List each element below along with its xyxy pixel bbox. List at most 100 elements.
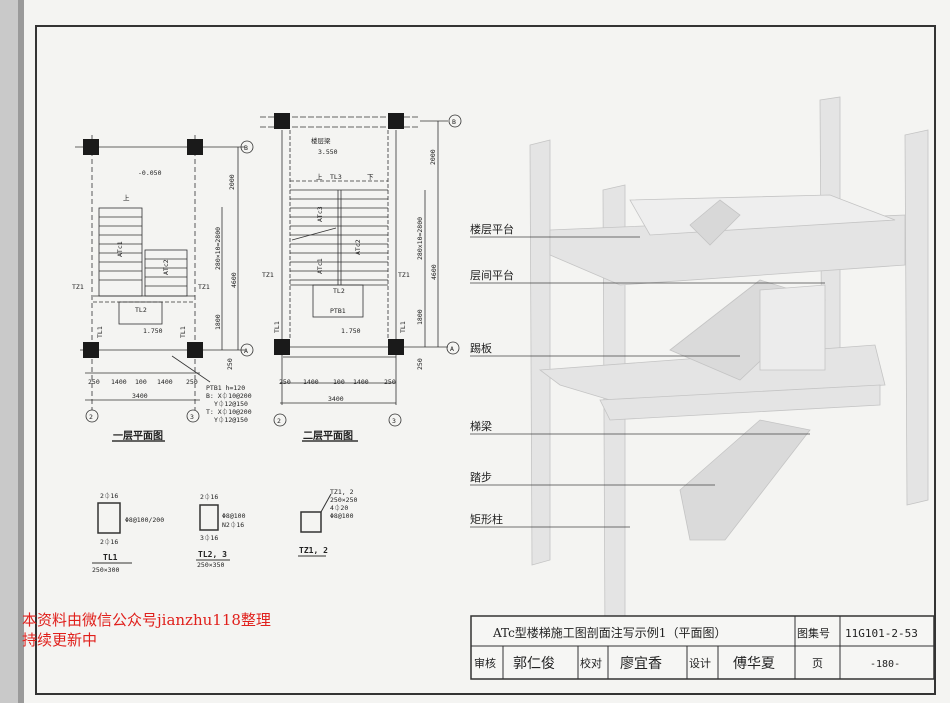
dim: 250 <box>384 378 396 386</box>
dim: 1400 <box>111 378 127 386</box>
tz1-left-2: TZ1 <box>262 271 274 279</box>
label-riser: 踢板 <box>470 341 492 355</box>
svg-text:TL2, 3: TL2, 3 <box>198 550 227 559</box>
render-labels <box>470 236 825 528</box>
axis-2-1: 2 <box>89 413 93 421</box>
axis-3-1: 3 <box>190 413 194 421</box>
dim: 2000 <box>228 174 236 190</box>
svg-text:3⏀16: 3⏀16 <box>200 533 218 542</box>
tl1-right-2: TL1 <box>399 321 407 333</box>
dim: 250 <box>88 378 100 386</box>
dim: 1400 <box>303 378 319 386</box>
plan-floor-1 <box>75 135 245 442</box>
svg-text:TZ1, 2: TZ1, 2 <box>330 488 354 496</box>
svg-text:2⏀16: 2⏀16 <box>100 491 118 500</box>
tl1-left-1: TL1 <box>96 326 104 338</box>
dim: 250 <box>226 358 234 370</box>
dim: 280x10=2800 <box>416 217 424 260</box>
plan-floor-2 <box>260 116 448 442</box>
columns-plan-1 <box>83 139 203 358</box>
svg-text:250×350: 250×350 <box>197 561 224 569</box>
page-label: 页 <box>812 657 823 670</box>
beam-tl2-2: TL2 <box>333 287 345 295</box>
svg-text:N2⏀16: N2⏀16 <box>222 520 244 529</box>
dim: 100 <box>333 378 345 386</box>
dim-total: 3400 <box>328 395 344 403</box>
dim: 2000 <box>429 149 437 165</box>
title-block <box>470 615 935 680</box>
tl1-right-1: TL1 <box>179 326 187 338</box>
svg-text:Φ8@100: Φ8@100 <box>330 512 354 520</box>
dim: 250 <box>186 378 198 386</box>
designer-name: 傅华夏 <box>733 656 775 672</box>
watermark-line-1: 本资料由微信公众号jianzhu118整理 <box>22 611 271 629</box>
flight-atc3: ATc3 <box>316 206 324 222</box>
atlas-number: 11G101-2-53 <box>845 627 918 640</box>
sheet-frame <box>35 25 936 695</box>
label-tread: 踏步 <box>470 470 492 484</box>
beam-tl3: TL3 <box>330 173 342 181</box>
review-label: 审核 <box>474 656 496 670</box>
down-label-2: 下 <box>367 173 374 181</box>
tl1-left-2: TL1 <box>273 321 281 333</box>
svg-text:B: X⏀10@200: B: X⏀10@200 <box>206 391 252 400</box>
dim: 250 <box>416 358 424 370</box>
dim: 280×10=2800 <box>214 227 222 270</box>
svg-text:250×250: 250×250 <box>330 496 357 504</box>
svg-text:250×300: 250×300 <box>92 566 119 574</box>
tz1-right-1: TZ1 <box>198 283 210 291</box>
flight-atc2-2: ATc2 <box>354 239 362 255</box>
drawing-title: ATc型楼梯施工图剖面注写示例1（平面图） <box>492 625 726 640</box>
dim: 4600 <box>230 272 238 288</box>
svg-text:Y⏀12@150: Y⏀12@150 <box>214 399 248 408</box>
dim: 100 <box>135 378 147 386</box>
dim: 4600 <box>430 264 438 280</box>
label-rect-column: 矩形柱 <box>470 512 503 526</box>
reviewer-name: 郭仁俊 <box>513 655 555 672</box>
dim: 1800 <box>214 314 222 330</box>
flight-atc1: ATc1 <box>116 241 124 257</box>
dim-total: 3400 <box>132 392 148 400</box>
axis-b-2: B <box>452 118 456 126</box>
columns-plan-2 <box>274 113 404 355</box>
plan-2-title: 二层平面图 <box>303 430 353 442</box>
elevation-landing-2: 1.750 <box>341 327 361 335</box>
svg-text:T: X⏀10@200: T: X⏀10@200 <box>206 407 252 416</box>
label-landing-platform: 层间平台 <box>470 268 514 282</box>
tz1-left-1: TZ1 <box>72 283 84 291</box>
flight-atc2: ATc2 <box>162 259 170 275</box>
plan-1-title: 一层平面图 <box>113 430 163 442</box>
up-label-1: 上 <box>123 193 130 202</box>
svg-text:2⏀16: 2⏀16 <box>100 537 118 546</box>
svg-text:TZ1, 2: TZ1, 2 <box>299 546 328 555</box>
axis-3-2: 3 <box>392 417 396 425</box>
checker-name: 廖宜香 <box>620 655 662 672</box>
dim: 1400 <box>353 378 369 386</box>
svg-text:Φ8@100: Φ8@100 <box>222 512 246 520</box>
label-floor-platform: 楼层平台 <box>470 222 514 236</box>
page-number: -180- <box>870 659 900 670</box>
svg-text:TL1: TL1 <box>103 553 118 562</box>
dim: 1400 <box>157 378 173 386</box>
section-details: 2⏀162⏀16 Φ8@100/200 TL1 250×300 2⏀163⏀16… <box>92 488 357 574</box>
floor-beam-label: 楼层梁 <box>311 136 331 145</box>
tz1-right-2: TZ1 <box>398 271 410 279</box>
elevation-top-2: 3.550 <box>318 148 338 156</box>
atlas-label: 图集号 <box>797 626 830 640</box>
svg-text:Y⏀12@150: Y⏀12@150 <box>214 415 248 424</box>
stair-3d-render <box>529 96 929 646</box>
beam-tl2-1: TL2 <box>135 306 147 314</box>
dim: 250 <box>279 378 291 386</box>
svg-text:2⏀16: 2⏀16 <box>200 492 218 501</box>
flight-atc1-2: ATc1 <box>316 258 324 274</box>
svg-text:4⏀20: 4⏀20 <box>330 503 348 512</box>
label-stair-beam: 梯梁 <box>470 419 492 433</box>
axis-2-2: 2 <box>277 417 281 425</box>
elevation-top-1: -0.050 <box>138 169 162 177</box>
up-label-2: 上 <box>316 172 323 181</box>
axis-b-1: B <box>244 144 248 152</box>
axis-a-1: A <box>244 347 248 355</box>
svg-text:PTB1 h=120: PTB1 h=120 <box>206 384 245 392</box>
watermark-line-2: 持续更新中 <box>22 631 98 649</box>
